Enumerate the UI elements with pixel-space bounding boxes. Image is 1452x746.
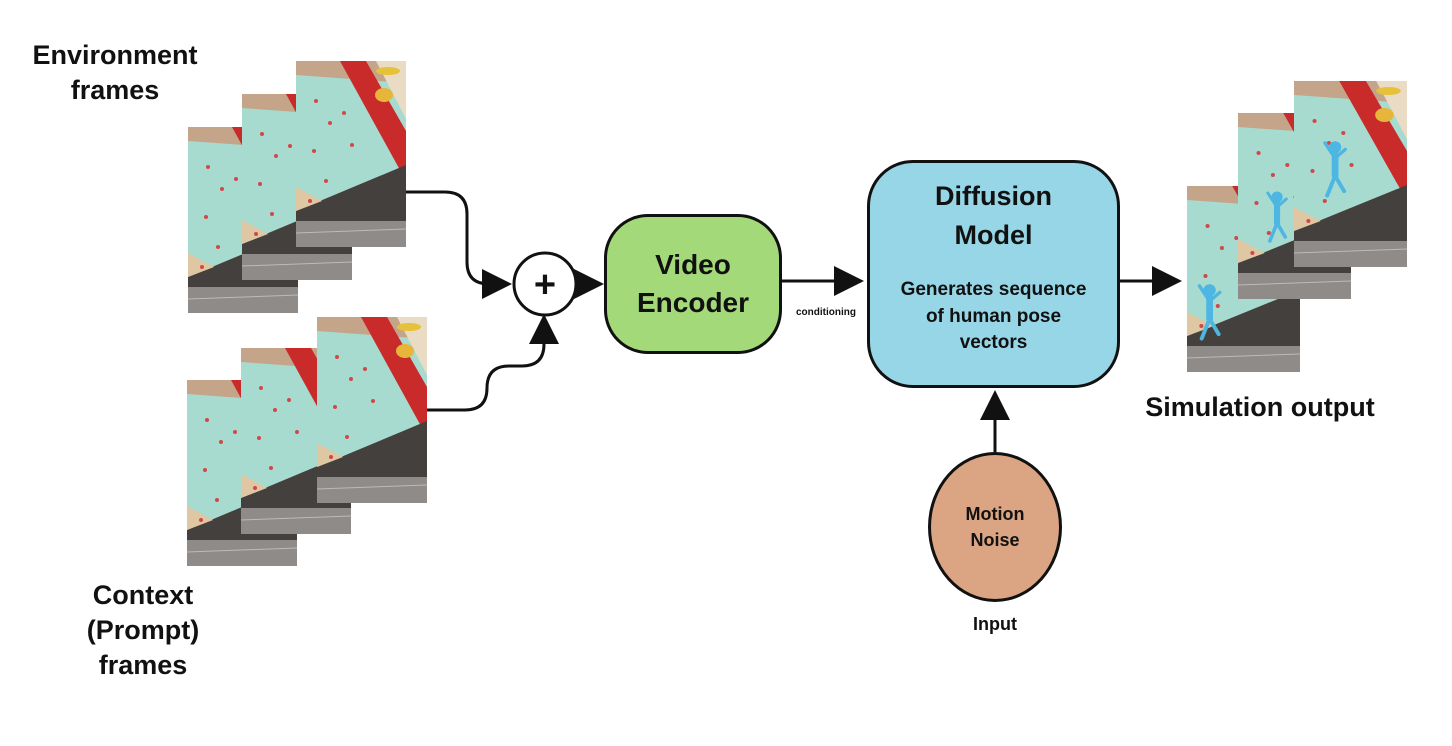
output-frame-3 bbox=[1294, 81, 1407, 267]
env-to-sum-arrow bbox=[405, 190, 512, 299]
climber-figure bbox=[1197, 284, 1222, 341]
environment-frames-label: Environment frames bbox=[32, 40, 198, 106]
video-encoder-node: Video Encoder bbox=[604, 214, 782, 354]
noise-label-line-1: Motion bbox=[965, 503, 1025, 524]
input-label: Input bbox=[973, 614, 1017, 634]
diffusion-desc-line-2: of human pose bbox=[925, 305, 1062, 327]
simulation-output-label: Simulation output bbox=[1145, 392, 1375, 422]
context-label-line-2: (Prompt) bbox=[86, 615, 200, 646]
climber-figure bbox=[1323, 141, 1347, 198]
diffusion-title-line-1: Diffusion bbox=[935, 181, 1052, 211]
diffusion-desc-line-3: vectors bbox=[959, 332, 1028, 354]
climber-figure bbox=[1266, 191, 1288, 243]
conditioning-label: conditioning bbox=[796, 307, 856, 318]
noise-label-line-2: Noise bbox=[970, 530, 1020, 550]
sum-node bbox=[512, 251, 578, 317]
motion-noise-node: Motion Noise bbox=[928, 452, 1062, 602]
diffusion-desc-line-1: Generates sequence bbox=[900, 279, 1087, 301]
context-frames-label: Context (Prompt) frames bbox=[48, 578, 238, 683]
diffusion-title-line-2: Model bbox=[954, 220, 1033, 251]
environment-frame-3 bbox=[296, 61, 406, 247]
context-label-line-3: frames bbox=[98, 650, 188, 681]
sum-symbol: + bbox=[534, 264, 556, 306]
context-to-sum-arrow bbox=[427, 314, 559, 412]
context-label-line-1: Context bbox=[92, 580, 194, 610]
encoder-label-line-1: Video bbox=[655, 249, 731, 281]
encoder-label-line-2: Encoder bbox=[636, 287, 750, 318]
diffusion-model-node: Diffusion Model Generates sequence of hu… bbox=[867, 160, 1120, 388]
diffusion-description: Generates sequence of human pose vectors bbox=[901, 277, 1087, 357]
context-frame-3 bbox=[317, 317, 427, 503]
